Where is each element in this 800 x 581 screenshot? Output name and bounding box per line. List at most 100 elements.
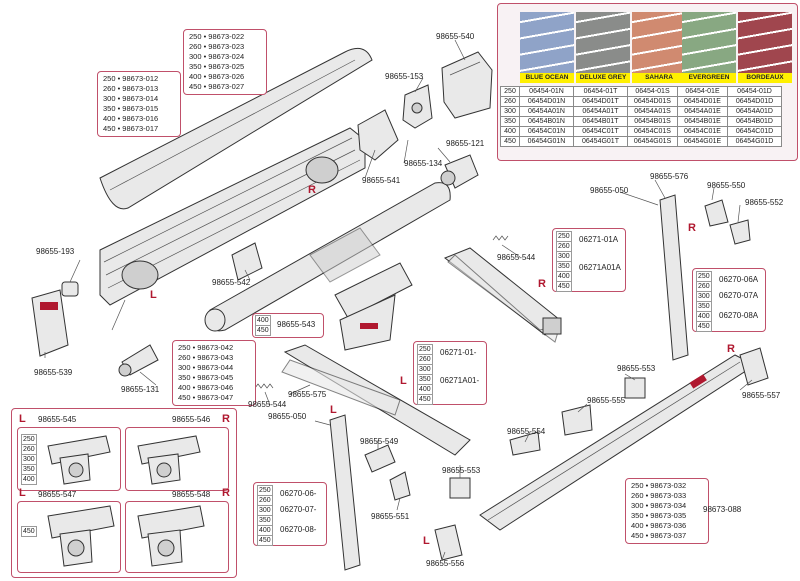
fabric-code-cell: 06454A01S — [627, 106, 678, 117]
size-cell: 450 — [257, 535, 273, 546]
swatch-name: EVERGREEN — [682, 73, 736, 83]
list-item: 260 • 98673-013 — [103, 84, 159, 93]
leg-code: 06270-07A — [719, 291, 759, 300]
right-side-marker: R — [222, 413, 230, 425]
clip-555-part — [561, 404, 593, 436]
fabric-code-cell: 06454-01D — [727, 86, 782, 97]
case-part-list: 250 • 98673-012 260 • 98673-013 300 • 98… — [97, 71, 181, 137]
end-plate-part — [402, 84, 433, 129]
roller-tube-part — [204, 182, 451, 332]
right-leg-code-box: 250 260 300 350 400 450 06270-06A 06270-… — [692, 268, 766, 332]
end-cap-557-part — [739, 347, 769, 386]
clip-551-part — [389, 471, 411, 501]
leg-code: 06270-08- — [280, 525, 317, 534]
fabric-code-cell: 06454-01S — [627, 86, 678, 97]
size-cell: 260 — [696, 281, 712, 292]
clip-549-part — [364, 444, 396, 473]
size-cell: 300 — [556, 251, 572, 262]
size-cell: 400 — [417, 384, 433, 395]
list-item: 350 • 98673-035 — [631, 511, 687, 520]
bracket-545-box: 250 260 300 350 400 — [17, 427, 121, 491]
right-side-marker: R — [308, 184, 316, 196]
roller-part-list: 250 • 98673-042 260 • 98673-043 300 • 98… — [172, 340, 256, 406]
list-item: 260 • 98673-023 — [189, 42, 245, 51]
part-label: 98655-050 — [268, 412, 307, 421]
part-label: 98655-050 — [590, 186, 629, 195]
part-code: 98655-543 — [277, 320, 316, 329]
part-label: 98655-131 — [121, 385, 160, 394]
swatch-name: DELUXE GREY — [576, 73, 630, 83]
bracket-542-part — [231, 242, 263, 281]
size-cell: 250 — [257, 485, 273, 496]
part-label: 98655-193 — [36, 247, 75, 256]
fabric-code-cell: 06454B01T — [573, 116, 628, 127]
part-label: 98655-550 — [707, 181, 746, 190]
left-arm-part — [281, 344, 471, 456]
list-item: 250 • 98673-032 — [631, 481, 687, 490]
fabric-code-cell: 06454B01E — [677, 116, 728, 127]
motor-131-part — [118, 344, 159, 377]
left-side-marker: L — [150, 289, 157, 301]
size-cell: 400 — [21, 474, 37, 485]
end-cap-553a-part — [624, 377, 646, 399]
size-cell: 350 — [417, 374, 433, 385]
list-item: 400 • 98673-046 — [178, 383, 234, 392]
left-arm-size-table: 250 260 300 350 400 450 — [417, 344, 433, 405]
leg-code: 06270-06- — [280, 489, 317, 498]
list-item: 260 • 98673-043 — [178, 353, 234, 362]
part-label: 98655-546 — [172, 415, 211, 424]
part-label: 98655-548 — [172, 490, 211, 499]
bracket-548-drawing — [137, 505, 205, 567]
fabric-code-cell: 06454C01D — [727, 126, 782, 137]
part-label: 98655-576 — [650, 172, 689, 181]
arm-code: 06271A01A — [579, 263, 621, 272]
left-leg-code-box: 250 260 300 350 400 450 06270-06- 06270-… — [253, 482, 327, 546]
size-cell: 450 — [556, 281, 572, 292]
leg-code: 06270-06A — [719, 275, 759, 284]
arm-code: 06271-01A — [579, 235, 619, 244]
part-label: 98655-544 — [497, 253, 536, 262]
part-label: 98655-540 — [436, 32, 475, 41]
left-leg-part — [329, 414, 361, 571]
fabric-size-cell: 260 — [500, 96, 520, 107]
list-item: 450 • 98673-017 — [103, 124, 159, 133]
fabric-code-cell: 06454D01D — [727, 96, 782, 107]
size-cell: 350 — [696, 301, 712, 312]
size-cell: 260 — [257, 495, 273, 506]
list-item: 300 • 98673-014 — [103, 94, 159, 103]
part-label: 98655-547 — [38, 490, 77, 499]
size-cell: 350 — [556, 261, 572, 272]
part-label: 98655-545 — [38, 415, 77, 424]
hinge-channel-code-box: 400 450 98655-543 — [252, 313, 324, 338]
crank-support-part — [357, 109, 399, 161]
fabric-size-cell: 350 — [500, 116, 520, 127]
fabric-code-cell: 06454A01D — [727, 106, 782, 117]
size-cell: 450 — [255, 325, 271, 336]
right-leg-part — [659, 194, 689, 361]
cap-193-part — [61, 281, 79, 297]
part-label: 98655-555 — [587, 396, 626, 405]
fabric-size-cell: 400 — [500, 126, 520, 137]
size-cell: 260 — [556, 241, 572, 252]
right-leg-size-table: 250 260 300 350 400 450 — [696, 271, 712, 332]
fabric-code-cell: 06454A01E — [677, 106, 728, 117]
lever-552-part — [729, 219, 751, 245]
right-side-marker: R — [688, 222, 696, 234]
fabric-code-cell: 06454D01N — [519, 96, 574, 107]
bracket-546-drawing — [137, 435, 201, 485]
fabric-code-cell: 06454-01E — [677, 86, 728, 97]
part-label: 98655-541 — [362, 176, 401, 185]
bracket-545-drawing — [47, 435, 111, 485]
fabric-size-cell: 250 — [500, 86, 520, 97]
size-cell: 400 — [257, 525, 273, 536]
size-cell: 400 — [696, 311, 712, 322]
right-arm-size-table: 250 260 300 350 400 450 — [556, 231, 572, 292]
fabric-size-cell: 450 — [500, 136, 520, 147]
size-cell: 300 — [257, 505, 273, 516]
bracket-548-box — [125, 501, 229, 573]
part-label: 98655-539 — [34, 368, 73, 377]
